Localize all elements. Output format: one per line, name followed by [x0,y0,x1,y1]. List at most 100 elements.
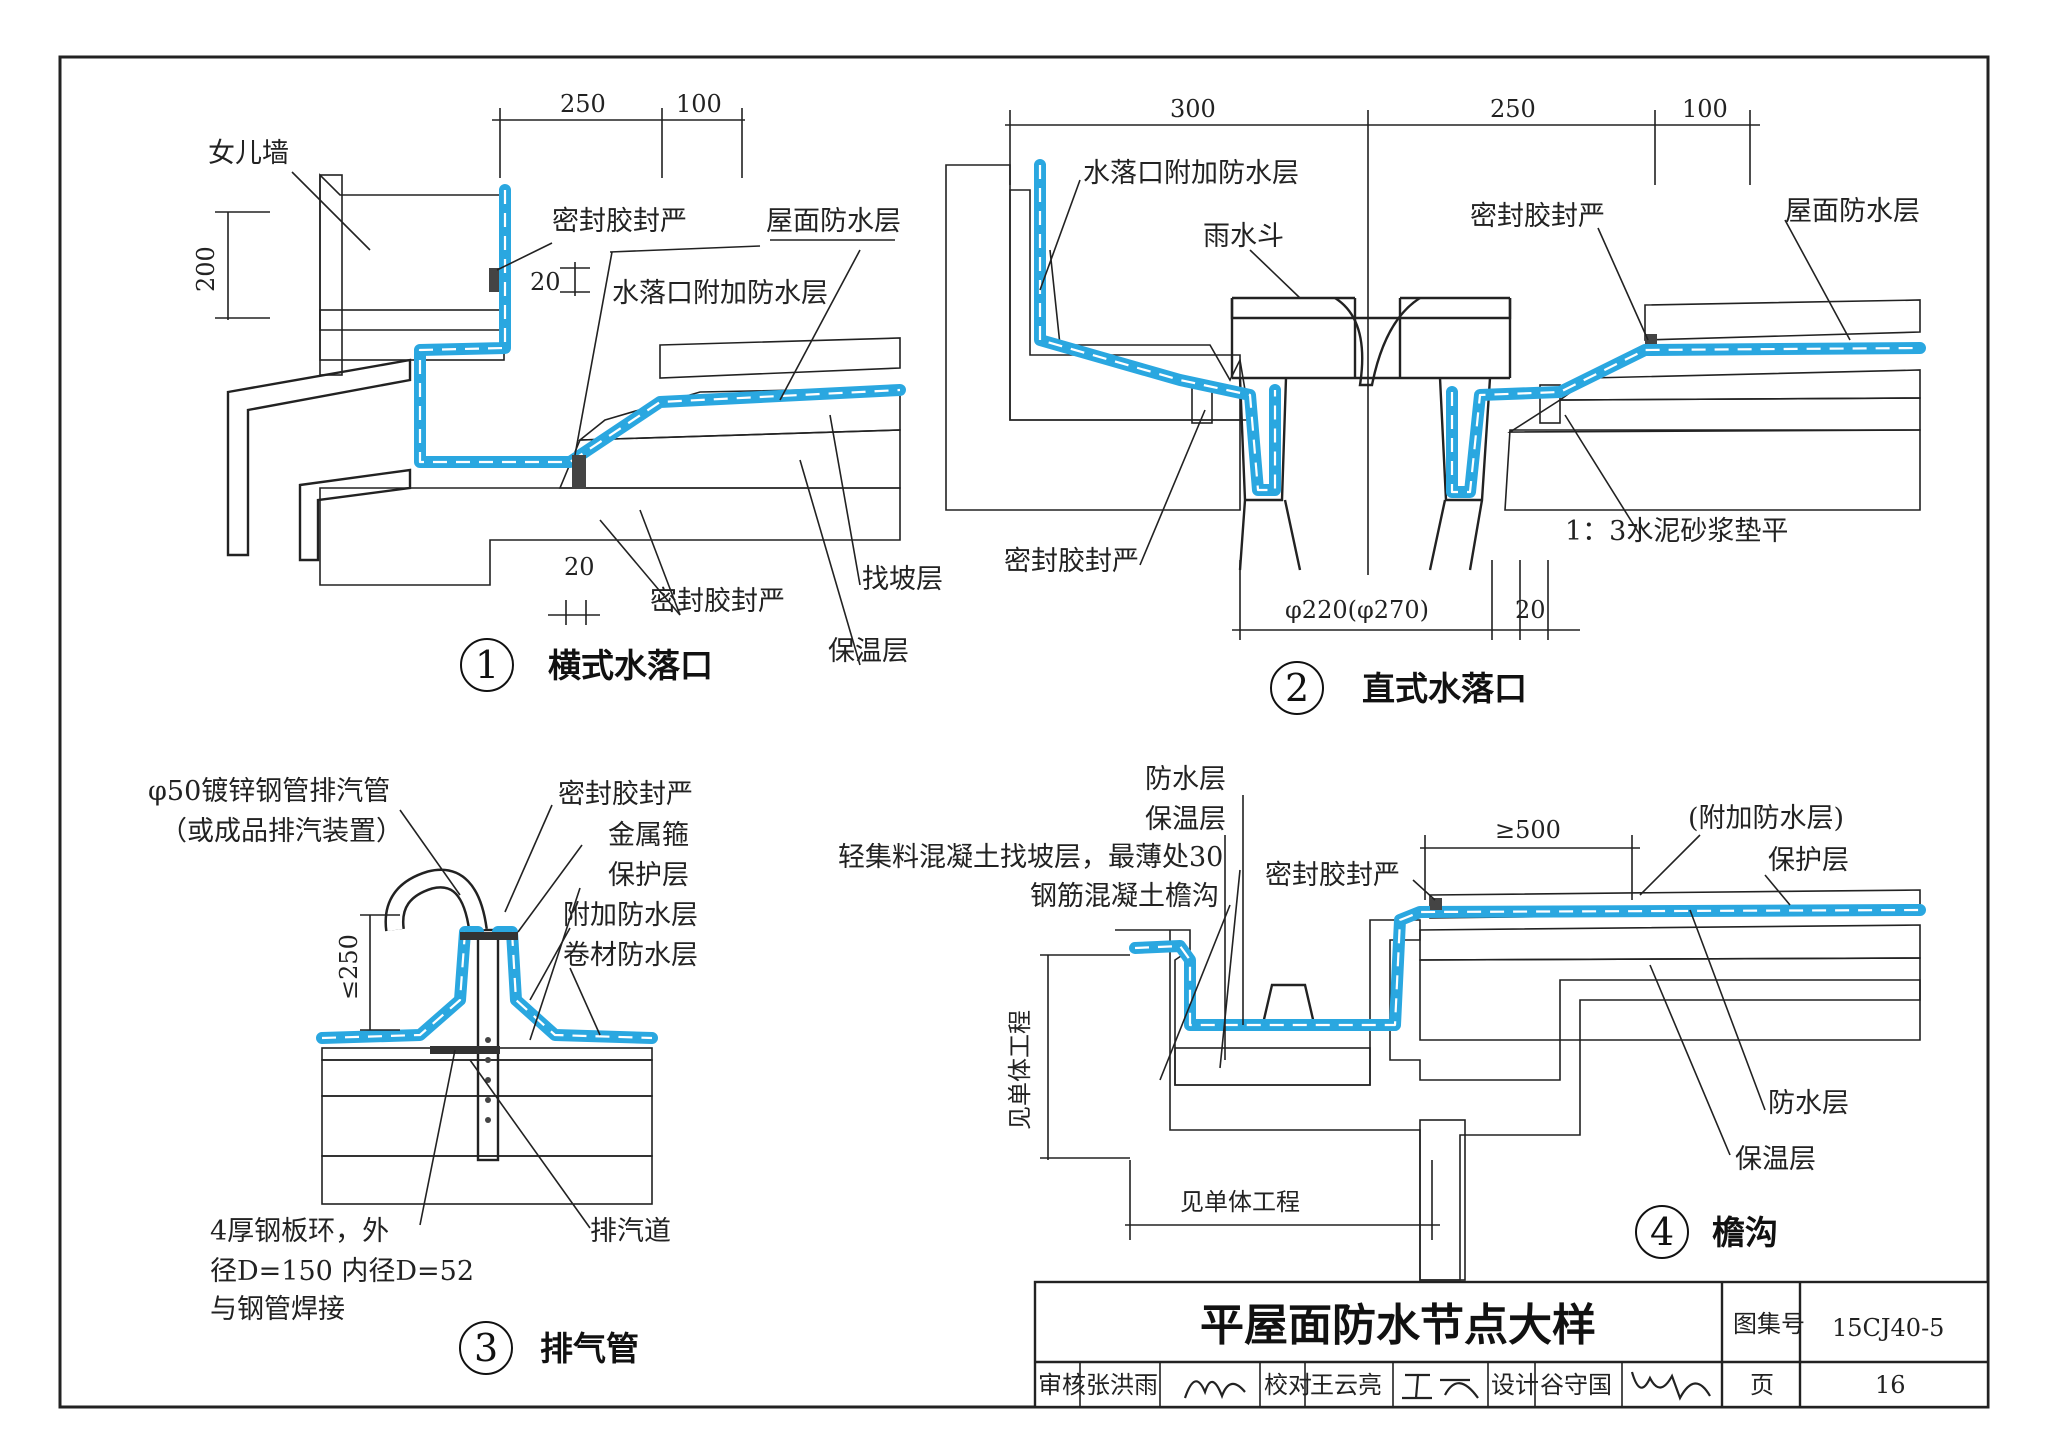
label-parapet: 女儿墙 [208,138,289,169]
slope-layer-4 [1419,924,1921,961]
label-ring-3: 与钢管焊接 [210,1294,345,1325]
protective-layer-1 [659,337,901,379]
label-extra-4: (附加防水层) [1688,803,1844,834]
label-channel: 排汽道 [590,1216,671,1247]
label-protect-4: 保护层 [1768,845,1849,876]
dim-20-2: 20 [1515,596,1546,624]
sealant-1a [489,268,499,292]
label-pipe-1: φ50镀锌钢管排汽管 [148,776,390,807]
parapet-wall [319,173,505,331]
dim-100: 100 [676,90,722,118]
dim-20a: 20 [530,268,561,296]
label-hopper: 雨水斗 [1203,221,1284,252]
checker-name: 王云亮 [1310,1371,1382,1399]
label-extra-3: 附加防水层 [563,900,698,931]
label-roof-waterproof-2: 屋面防水层 [1785,196,1920,227]
label-outlet-extra-2: 水落口附加防水层 [1083,158,1299,189]
review-label: 审核 [1038,1371,1086,1399]
insulation-layer-4 [1419,957,1921,1041]
dim-100-2: 100 [1682,95,1728,123]
sheet-border [58,55,1990,1409]
vent-pipe [476,928,500,1162]
label-insulation2-4: 保温层 [1735,1144,1816,1175]
dim-250-2: 250 [1490,95,1536,123]
label-sealant-3: 密封胶封严 [558,779,693,810]
label-waterproof-4: 防水层 [1145,764,1226,795]
label-sealant-bottom-2: 密封胶封严 [1004,546,1139,577]
sealant-2b [1539,384,1561,424]
detail-number-circle-4 [1635,1205,1689,1259]
sealant-1b [572,455,586,489]
label-roof-waterproof-1: 屋面防水层 [766,206,901,237]
dim-20b: 20 [564,553,595,581]
mortar-left-2 [1009,189,1241,421]
insulation-layer-3 [321,1095,653,1157]
detail-number-circle-3 [459,1321,513,1375]
reviewer-name: 张洪雨 [1086,1371,1158,1399]
reviewer-signature [1183,1380,1246,1400]
detail-number-2: 2 [1285,666,1309,710]
label-insulation-1: 保温层 [828,636,909,667]
label-sealant-bottom-1: 密封胶封严 [650,586,785,617]
dim-le250: ≤250 [335,934,363,1000]
check-label: 校对 [1264,1371,1312,1399]
gutter-slope-fill [1174,1047,1371,1086]
label-hoop: 金属箍 [608,820,689,851]
wall-insulation-4 [1419,1119,1466,1281]
detail-1-horizontal-outlet: 250 100 200 20 20 女儿墙 密封胶封严 屋面防水层 水落口附加防… [192,90,943,692]
detail-4-eaves-gutter: ≥500 见单体工程 见单体工程 防水层 保温层 轻集料混凝土找坡层，最薄处30… [838,764,1926,1281]
label-sealant-4: 密封胶封严 [1265,860,1400,891]
protective-layer-2 [1644,299,1921,341]
dim-250: 250 [560,90,606,118]
detail-title-2: 直式水落口 [1362,669,1527,708]
dim-see-project-h: 见单体工程 [1180,1188,1300,1216]
detail-2-vertical-outlet: 300 250 100 φ220(φ270) 20 水落口附加防水层 雨水斗 密… [945,95,1926,715]
label-lightweight: 轻集料混凝土找坡层，最薄处30 [838,842,1223,873]
label-ring-1: 4厚钢板环，外 [210,1216,389,1247]
rain-hopper [1230,296,1512,380]
dim-200: 200 [192,246,220,292]
outlet-funnel [1238,377,1302,571]
roof-slab-right-2 [1504,429,1921,511]
metal-hoop [460,932,518,940]
label-sealant-top-1: 密封胶封严 [552,206,687,237]
sheet-title: 平屋面防水节点大样 [1200,1300,1596,1351]
waterproof-membrane-2b [1446,342,1926,498]
label-gutter: 钢筋混凝土檐沟 [1030,881,1219,912]
designer-signature [1630,1371,1711,1401]
page-label: 页 [1750,1371,1774,1399]
slope-layer-2 [1557,369,1921,401]
steel-ring [430,1046,500,1054]
title-block: 平屋面防水节点大样 图集号 15CJ40-5 页 16 审核 张洪雨 校对 王云… [1033,1280,1990,1409]
detail-number-circle-1 [460,638,514,692]
detail-number-3: 3 [474,1326,498,1370]
label-ring-2: 径D=150 内径D=52 [210,1256,474,1287]
checker-signature [1402,1373,1479,1400]
detail-title-1: 横式水落口 [548,646,713,685]
detail-number-4: 4 [1650,1210,1674,1254]
label-pipe-2: （或成品排汽装置） [160,816,403,847]
label-waterproof2-4: 防水层 [1768,1088,1849,1119]
label-protect-3: 保护层 [608,860,689,891]
label-insulation-4: 保温层 [1145,804,1226,835]
label-slope-1: 找坡层 [862,564,943,595]
designer-name: 谷守国 [1540,1371,1612,1399]
detail-title-3: 排气管 [540,1329,639,1368]
wall-slab-left-2 [945,164,1241,511]
detail-title-4: 檐沟 [1712,1213,1778,1252]
roof-slab-3 [321,1155,653,1205]
atlas-number: 15CJ40-5 [1832,1314,1944,1342]
label-outlet-extra-1: 水落口附加防水层 [612,278,828,309]
waterproof-membrane-4 [1129,904,1926,1031]
detail-number-circle-2 [1270,661,1324,715]
sealant-4 [1430,898,1442,910]
dim-ge500: ≥500 [1495,816,1561,844]
label-membrane-3: 卷材防水层 [563,940,698,971]
atlas-label: 图集号 [1733,1310,1805,1338]
detail-number-1: 1 [475,643,499,687]
dim-see-project-v: 见单体工程 [1006,1010,1034,1130]
label-sealant-top-2: 密封胶封严 [1470,201,1605,232]
label-mortar: 1：3水泥砂浆垫平 [1565,516,1788,547]
outlet-pipe [226,358,412,557]
